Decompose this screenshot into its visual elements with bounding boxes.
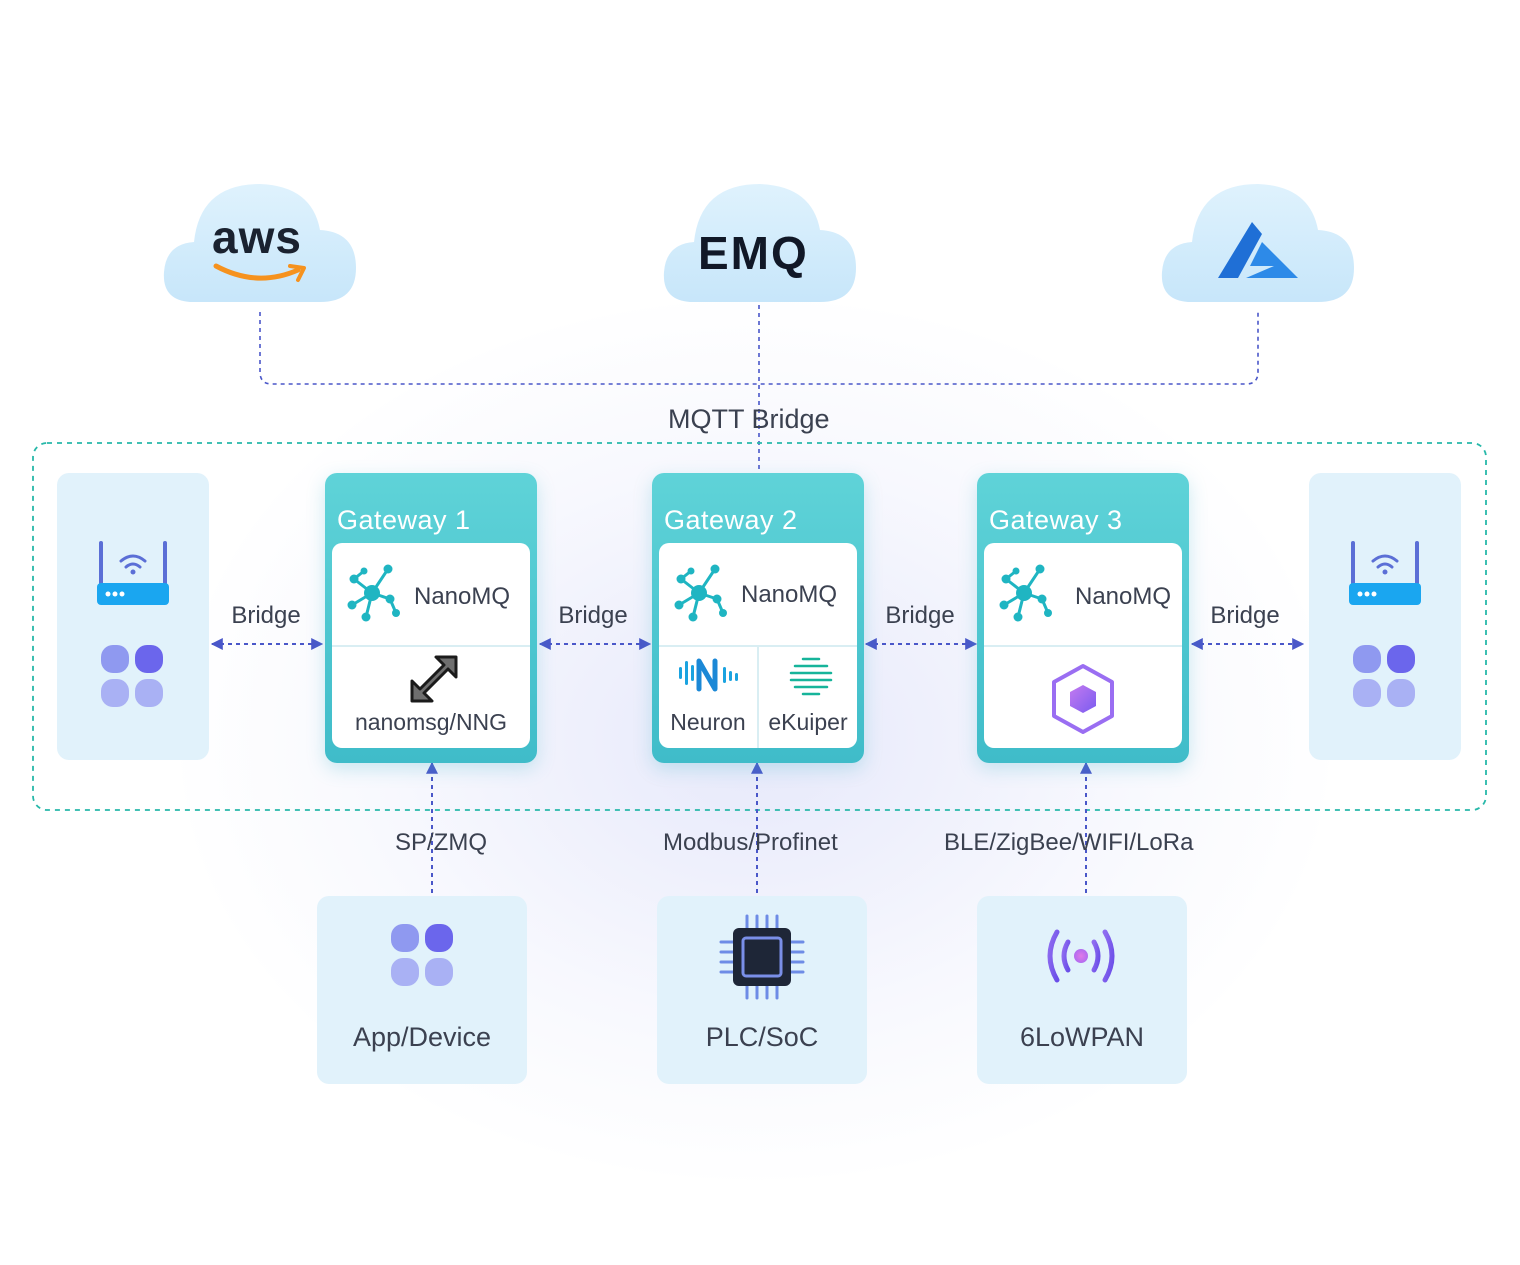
broker-label: NanoMQ [414,583,511,610]
broadcast-icon [1047,929,1115,983]
gateway-1: Gateway 1 NanoMQ nanomsg/NNG [325,473,537,763]
app-grid-icon [101,645,163,707]
source-label: 6LoWPAN [1019,1022,1145,1052]
right-device-card [1309,473,1461,760]
gateway-panel: NanoMQ nanomsg/NNG [332,543,530,748]
protocol-label-1: SP/ZMQ [395,829,488,856]
emq-cloud: EMQ [660,180,860,310]
router-icon [1349,541,1421,605]
source-card-6lowpan: 6LoWPAN [977,896,1187,1084]
module-label: Neuron [670,709,746,735]
bridge-label-1: Bridge [231,602,301,629]
emq-logo-text: EMQ [698,227,809,279]
gateway-2: Gateway 2 NanoMQ [652,473,864,763]
edge-boundary [32,442,1487,811]
divider [984,645,1182,647]
protocol-label-3: BLE/ZigBee/WIFI/LoRa [944,829,1194,856]
neuron-icon [679,658,738,692]
nanomq-icon [347,564,400,622]
divider [332,645,530,647]
mqtt-bridge-label: MQTT Bridge [668,404,830,434]
source-label: PLC/SoC [705,1022,819,1052]
nanomq-icon [999,564,1052,622]
nanomsg-arrow-icon [410,655,458,703]
left-device-card [57,473,209,760]
broker-label: NanoMQ [1075,583,1172,610]
ekuiper-icon [789,657,833,696]
broker-label: NanoMQ [741,581,838,608]
router-icon [97,541,169,605]
gateway-3: Gateway 3 NanoMQ [977,473,1189,763]
app-grid-icon [391,924,453,986]
hexagon-icon [1052,664,1114,734]
bridge-label-3: Bridge [885,602,955,629]
nanomq-icon [674,564,727,622]
aws-smile-icon [213,263,306,282]
chip-icon [719,914,805,1000]
gateway-panel: NanoMQ Neuron eKuip [659,543,857,748]
azure-cloud [1158,180,1358,310]
aws-cloud: aws [160,180,360,310]
azure-logo-icon [1218,222,1298,278]
bridge-label-2: Bridge [558,602,628,629]
source-label: App/Device [352,1022,492,1052]
source-card-plc-soc: PLC/SoC [657,896,867,1084]
app-grid-icon [1353,645,1415,707]
divider [757,647,759,748]
gateway-title: Gateway 2 [664,505,798,535]
source-card-app-device: App/Device [317,896,527,1084]
protocol-label-2: Modbus/Profinet [663,829,838,856]
divider [659,645,857,647]
aws-logo-text: aws [212,211,302,263]
gateway-title: Gateway 3 [989,505,1123,535]
mqtt-bridge-connector [259,312,1259,385]
module-label: nanomsg/NNG [354,709,508,735]
gateway-title: Gateway 1 [337,505,471,535]
module-label: eKuiper [768,709,848,735]
gateway-panel: NanoMQ [984,543,1182,748]
bridge-label-4: Bridge [1210,602,1280,629]
